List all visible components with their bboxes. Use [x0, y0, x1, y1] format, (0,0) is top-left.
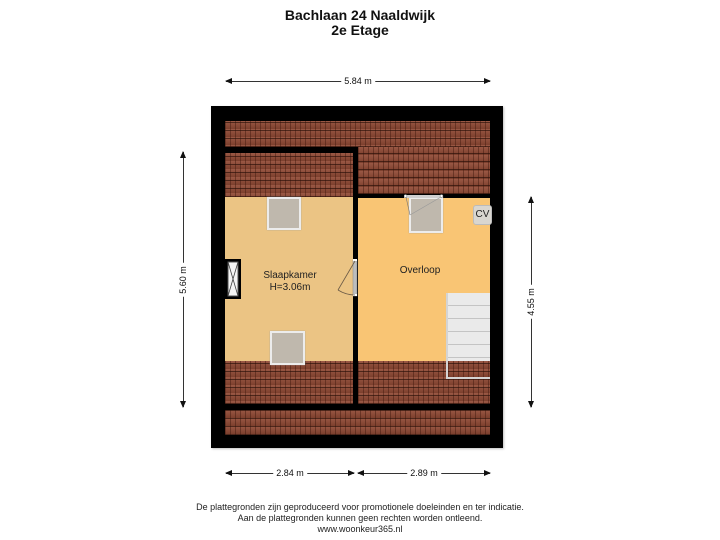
dimension-left: 5.60 m [177, 151, 189, 408]
arrow-up-icon [179, 151, 186, 158]
room-label-overloop: Overloop [399, 265, 441, 276]
cv-unit: CV [473, 205, 492, 225]
skylight-top [267, 197, 301, 230]
roof-tiles-left-upper [225, 153, 353, 197]
roof-tiles-left-lower [225, 361, 353, 404]
floor-subtitle: 2e Etage [331, 22, 389, 38]
dimension-label: 2.89 m [407, 467, 441, 479]
dimension-top: 5.84 m [225, 75, 491, 87]
room-label-slaapkamer: Slaapkamer H=3.06m [250, 270, 330, 294]
stairs-railing [446, 293, 490, 379]
arrow-right-icon [348, 470, 355, 476]
window-cross-icon [227, 261, 239, 297]
arrow-down-icon [179, 401, 186, 408]
arrow-right-icon [484, 470, 491, 476]
dimension-bottom-left: 2.84 m [225, 467, 355, 479]
dimension-bottom-right: 2.89 m [357, 467, 491, 479]
plan-title: Bachlaan 24 Naaldwijk [284, 7, 436, 23]
roof-tiles-top [225, 121, 490, 147]
room-height: H=3.06m [269, 282, 311, 293]
arrow-right-icon [484, 78, 491, 84]
dimension-label: 5.60 m [177, 262, 189, 297]
dimension-right: 4.55 m [525, 196, 537, 408]
roof-hatch-lines [403, 193, 450, 235]
room-name: Slaapkamer [263, 270, 317, 281]
window-frame [225, 259, 241, 299]
arrow-left-icon [225, 78, 232, 84]
door-slaapkamer[interactable] [336, 258, 360, 298]
skylight-bottom [270, 331, 305, 365]
roof-tiles-bottom [225, 410, 490, 435]
disclaimer-line-1: De plattegronden zijn geproduceerd voor … [196, 502, 524, 512]
arrow-down-icon [527, 401, 534, 408]
arrow-left-icon [357, 470, 364, 476]
dimension-label: 2.84 m [273, 467, 307, 479]
door-swing-icon [337, 259, 358, 297]
roof-tiles-right-upper [358, 147, 490, 194]
arrow-left-icon [225, 470, 232, 476]
arrow-up-icon [527, 196, 534, 203]
hatch-hinge-icon [403, 194, 444, 216]
disclaimer-line-2: Aan de plattegronden kunnen geen rechten… [237, 513, 483, 523]
dimension-label: 5.84 m [341, 75, 375, 87]
roof-tiles-right-lower [358, 361, 490, 404]
dimension-label: 4.55 m [525, 285, 537, 319]
website-link[interactable]: www.woonkeur365.nl [317, 524, 403, 534]
